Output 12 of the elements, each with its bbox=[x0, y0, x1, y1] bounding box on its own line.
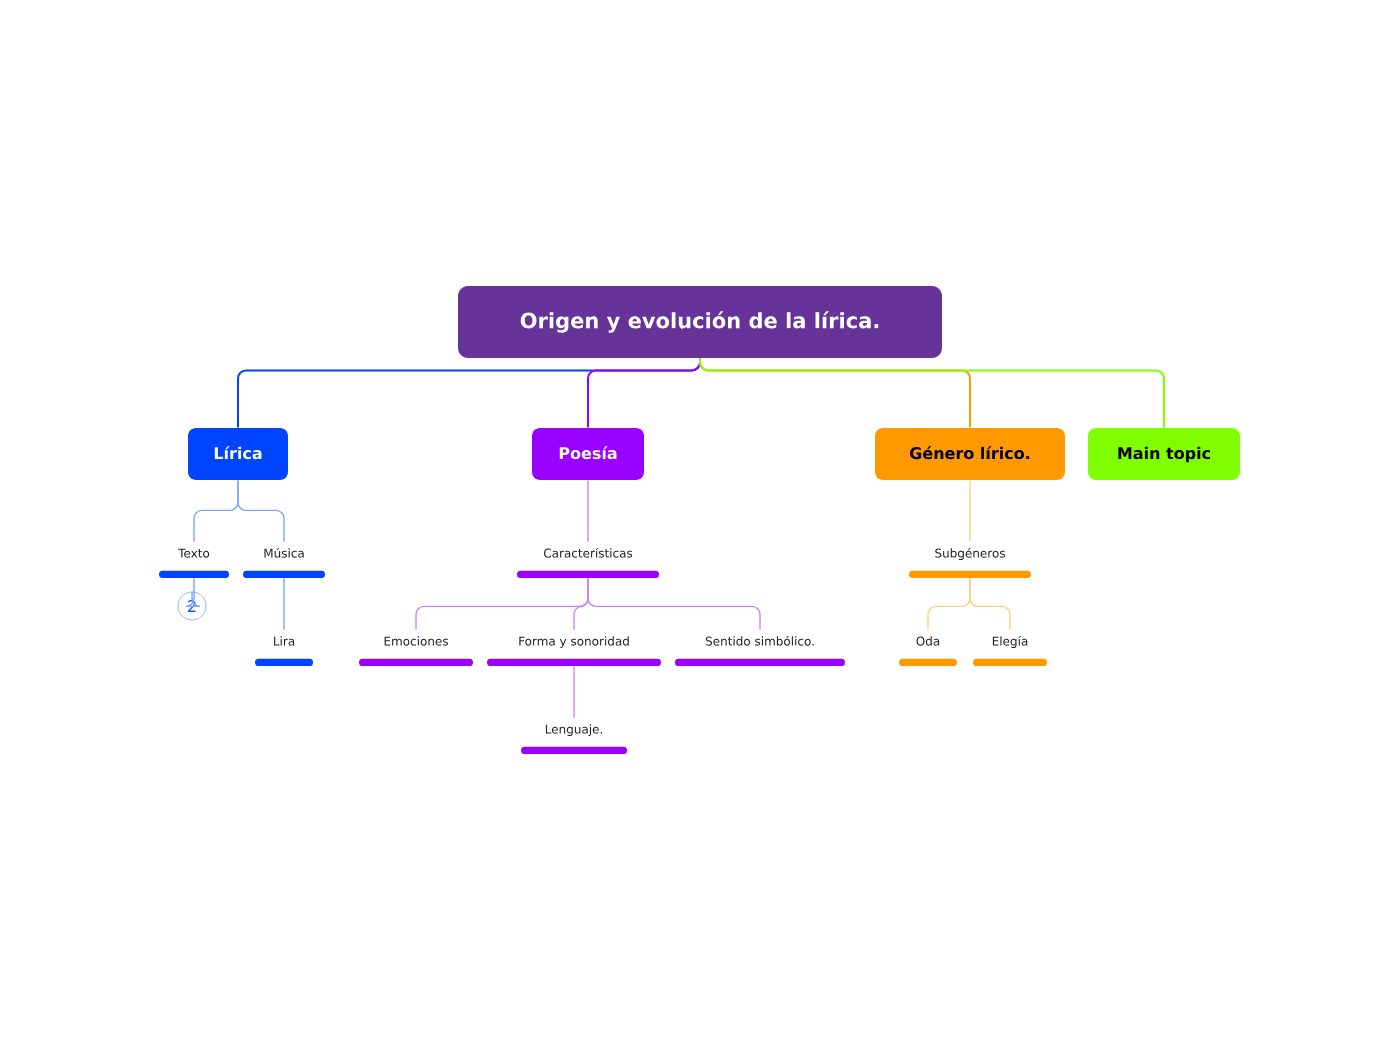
central-topic-box: Origen y evolución de la lírica. bbox=[458, 286, 942, 358]
connector bbox=[573, 665, 575, 719]
topic-box: Género lírico. bbox=[875, 428, 1065, 480]
connector bbox=[237, 479, 285, 543]
topic-box: Main topic bbox=[1088, 428, 1240, 480]
connector bbox=[699, 357, 1165, 429]
connector bbox=[969, 479, 971, 543]
topic-box: Poesía bbox=[532, 428, 644, 480]
connector bbox=[283, 577, 285, 631]
connector bbox=[587, 479, 589, 543]
connector bbox=[185, 577, 201, 608]
topic-box: Lírica bbox=[188, 428, 288, 480]
